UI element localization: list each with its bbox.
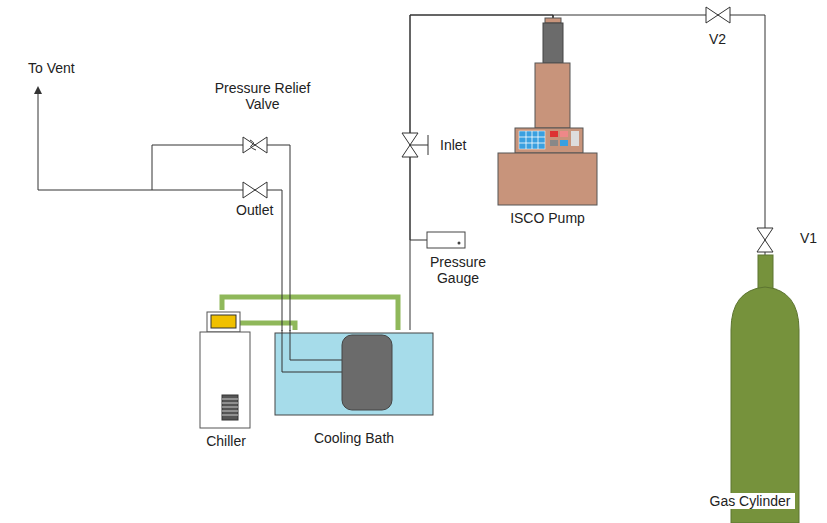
part-label: Outlet [236, 202, 273, 218]
vent-pipe [38, 90, 282, 331]
gas-cylinder-shape [703, 255, 803, 523]
node-label: Pressure Gauge [427, 254, 489, 286]
isco-pump-shape [495, 18, 600, 230]
node-label: Cooling Bath [275, 430, 433, 446]
pressure-gauge: Pressure Gauge [427, 232, 489, 288]
part-label: V1 [800, 230, 817, 246]
coolant-line [222, 297, 398, 330]
part-label: Pressure Relief Valve [205, 80, 320, 112]
node-label: Gas Cylinder [705, 493, 795, 509]
valve-v1 [757, 228, 773, 252]
part-label: To Vent [28, 60, 75, 76]
part-label: V2 [709, 31, 726, 47]
gas-cylinder: Gas Cylinder [703, 255, 803, 523]
isco-pump: ISCO Pump [495, 18, 600, 230]
cooling-bath: Cooling Bath [275, 330, 433, 455]
coolant-line [240, 323, 295, 330]
outlet-valve [243, 182, 267, 198]
pressure-relief-valve [243, 137, 267, 153]
valve-v2 [706, 7, 730, 23]
part-label: Inlet [440, 137, 466, 153]
node-label: Chiller [200, 433, 252, 449]
chiller-unit: Chiller [200, 310, 252, 455]
inlet-valve [402, 133, 428, 157]
relief-pipe [152, 145, 290, 331]
node-label: ISCO Pump [495, 210, 600, 226]
